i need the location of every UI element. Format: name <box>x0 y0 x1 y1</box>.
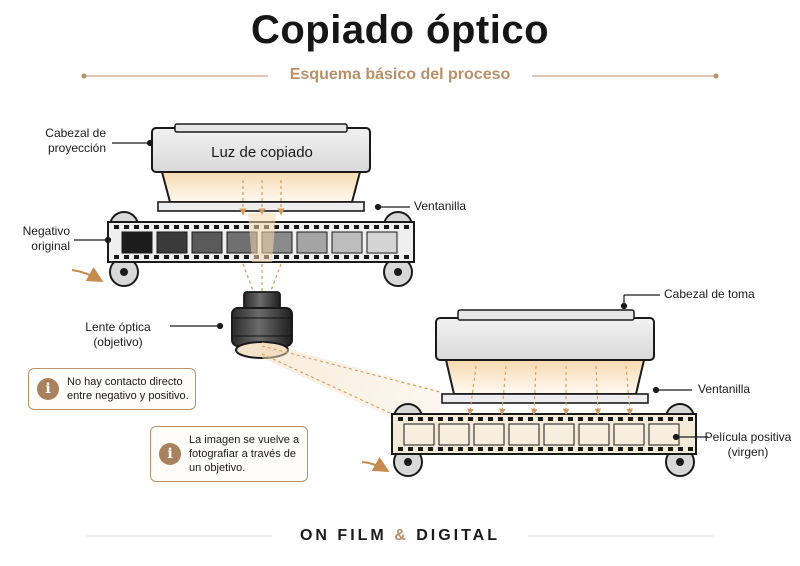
label-negativo: Negativo original <box>22 224 70 253</box>
info-note-text: No hay contacto directo entre negativo y… <box>67 376 189 402</box>
label-cabezal-proyeccion: Cabezal de proyección <box>45 126 106 155</box>
feed-arrow-positive <box>361 457 390 473</box>
leader-lines <box>74 139 708 441</box>
negative-film <box>107 211 415 287</box>
label-cabezal-toma: Cabezal de toma <box>664 287 755 301</box>
feed-arrow-negative <box>71 267 104 282</box>
footer-brand-part1: ON FILM <box>299 527 387 544</box>
info-note-text: La imagen se vuelve a fotografiar a trav… <box>189 434 300 474</box>
subtitle-rule <box>81 73 719 79</box>
info-note-contact: i No hay contacto directo entre negativo… <box>28 368 196 410</box>
label-ventanilla-bottom: Ventanilla <box>698 382 751 396</box>
label-pelicula: Película positiva (virgen) <box>704 430 792 459</box>
info-note-objective: i La imagen se vuelve a fotografiar a tr… <box>150 426 308 482</box>
label-lente: Lente óptica (objetivo) <box>85 320 151 349</box>
footer-brand-part2: DIGITAL <box>416 527 501 544</box>
light-rays-bottom <box>467 365 634 416</box>
page-subtitle: Esquema básico del proceso <box>289 66 511 83</box>
info-icon: i <box>37 378 59 400</box>
footer-brand-amp: & <box>394 527 409 544</box>
footer-brand: ON FILM & DIGITAL <box>0 527 800 545</box>
page-title: Copiado óptico <box>250 8 550 52</box>
label-ventanilla-top: Ventanilla <box>414 199 467 213</box>
light-rays-top <box>239 180 285 216</box>
light-beam-to-lens <box>242 263 282 297</box>
info-icon: i <box>159 443 181 465</box>
label-luz-copiado: Luz de copiado <box>211 144 313 161</box>
capture-head <box>435 309 655 404</box>
projection-head <box>151 123 371 212</box>
positive-film <box>391 403 697 477</box>
